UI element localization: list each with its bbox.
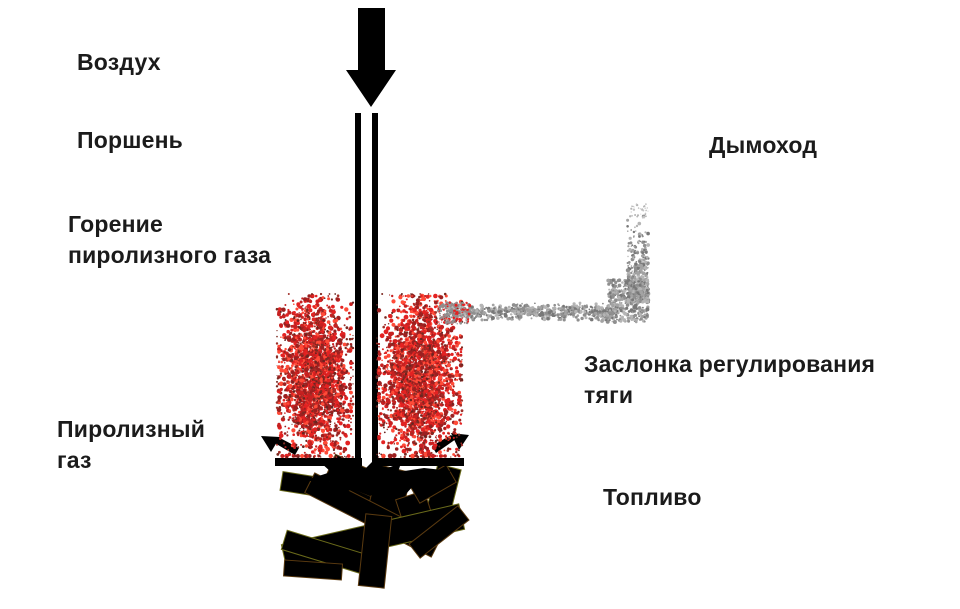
label-air: Воздух — [77, 49, 161, 75]
air-flow-arrow-icon — [346, 8, 396, 107]
piston-assembly — [275, 113, 464, 466]
fuel-leader-line — [463, 513, 733, 542]
label-damper-line1: Заслонка регулирования — [584, 351, 876, 377]
label-damper-line2: тяги — [584, 382, 634, 408]
chimney-duct-outline — [463, 13, 650, 322]
piston-plate-right — [372, 458, 464, 466]
smoke-texture — [436, 203, 651, 325]
piston-plate-left — [275, 458, 362, 466]
wood-log — [408, 505, 470, 559]
label-pyrolysis-gas-line1: Пиролизный — [57, 416, 206, 442]
label-pyrolysis-gas: Пиролизный газ — [57, 414, 205, 476]
gas-arrow-right-head — [451, 433, 469, 450]
label-damper: Заслонка регулирования тяги — [584, 349, 875, 411]
label-combustion: Горение пиролизного газа — [68, 209, 271, 271]
duct-inner-line — [463, 13, 625, 301]
duct-outer-line — [463, 13, 650, 322]
label-piston: Поршень — [77, 127, 184, 153]
air-pipe-left-wall — [355, 113, 361, 462]
flame-texture — [275, 292, 464, 459]
chimney-leader-line — [648, 162, 843, 221]
fuel-wood-pile — [279, 453, 470, 589]
piston-leader-line — [72, 156, 355, 205]
furnace-body — [270, 272, 468, 290]
wood-log — [282, 559, 344, 581]
left-flange — [270, 272, 342, 290]
air-pipe-right-wall — [372, 113, 378, 462]
combustion-leader-line — [70, 277, 290, 334]
wood-log — [357, 513, 393, 589]
gas-arrow-left-head — [261, 436, 280, 452]
ignition-burst — [303, 458, 452, 496]
label-chimney: Дымоход — [709, 132, 818, 158]
label-combustion-line2: пиролизного газа — [68, 242, 272, 268]
air-leader-line — [63, 79, 368, 92]
right-flange — [380, 272, 468, 290]
label-combustion-line1: Горение — [68, 211, 164, 237]
label-pyrolysis-gas-line2: газ — [57, 447, 92, 473]
label-fuel: Топливо — [603, 484, 702, 510]
